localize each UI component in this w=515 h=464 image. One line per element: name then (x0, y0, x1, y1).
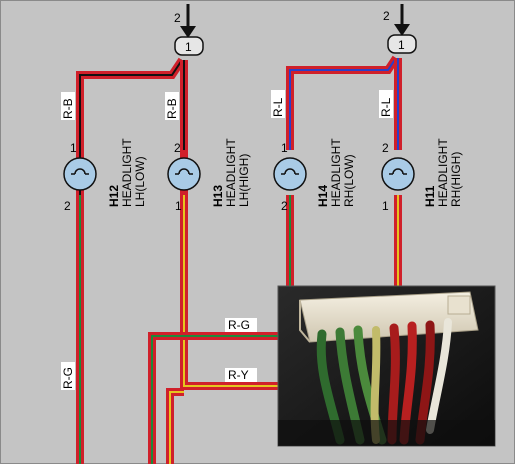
connector-right: 2 1 (383, 4, 417, 54)
lamp-h14-pin-bottom: 2 (281, 199, 288, 213)
bulb-icon (281, 168, 299, 175)
connector-left: 2 1 (174, 4, 204, 56)
wire-label-rb-1: R-B (61, 92, 75, 120)
lamp-h11-pin-bottom: 1 (382, 199, 389, 213)
lamp-h12-pin-top: 1 (70, 141, 77, 155)
wire-label-rb-2: R-B (165, 92, 179, 120)
lamp-h13-pin-bottom: 1 (175, 199, 182, 213)
lamp-h11-pin-top: 2 (382, 141, 389, 155)
svg-text:R-G: R-G (228, 318, 250, 332)
connector-photo (277, 285, 496, 447)
lamp-h13-pin-top: 2 (174, 141, 181, 155)
svg-text:R-L: R-L (271, 97, 285, 117)
lamp-h11-line1: HEADLIGHT (436, 138, 450, 207)
wire-ry-down (166, 388, 184, 464)
wire-label-rg-left: R-G (61, 362, 75, 390)
bulb-icon (389, 168, 407, 175)
lamp-h12-code: H12 (107, 185, 121, 207)
lamp-h12: 1 2 H12 HEADLIGHT LH(LOW) (63, 138, 147, 213)
lamp-h11: 2 1 H11 HEADLIGHT RH(HIGH) (381, 138, 463, 213)
lamp-h12-line1: HEADLIGHT (120, 138, 134, 207)
arrow-down-icon (180, 26, 196, 38)
connector-right-pin-top: 2 (383, 9, 390, 23)
wire-rg-mid (148, 332, 280, 464)
connector-left-pin-top: 2 (174, 11, 181, 25)
lamp-h13: 2 1 H13 HEADLIGHT LH(HIGH) (167, 138, 251, 213)
svg-text:R-B: R-B (61, 98, 75, 119)
lamp-h11-code: H11 (423, 185, 437, 207)
wire-rl-h14 (286, 55, 400, 150)
wire-label-rg-mid: R-G (225, 318, 257, 332)
lamp-h13-line2: LH(HIGH) (237, 154, 251, 207)
svg-text:R-G: R-G (61, 367, 75, 389)
bulb-icon (175, 168, 193, 175)
lamp-h14-line2: RH(LOW) (342, 154, 356, 207)
wire-label-ry-mid: R-Y (225, 368, 257, 382)
lamp-h11-line2: RH(HIGH) (449, 152, 463, 207)
svg-text:R-L: R-L (379, 97, 393, 117)
lamp-h12-line2: LH(LOW) (133, 156, 147, 207)
lamp-h13-code: H13 (211, 185, 225, 207)
lamp-h12-pin-bottom: 2 (64, 199, 71, 213)
lamp-h14-line1: HEADLIGHT (329, 138, 343, 207)
lamp-h14: 1 2 H14 HEADLIGHT RH(LOW) (273, 138, 356, 213)
bulb-icon (71, 168, 89, 175)
svg-text:R-B: R-B (165, 98, 179, 119)
wire-label-rl-2: R-L (379, 90, 393, 118)
lamp-h14-code: H14 (316, 185, 330, 207)
wire-ry-h13 (180, 195, 280, 390)
svg-text:R-Y: R-Y (228, 368, 249, 382)
connector-right-pin: 1 (398, 38, 405, 52)
wire-label-rl-1: R-L (271, 90, 285, 118)
lamp-h14-pin-top: 1 (281, 141, 288, 155)
arrow-down-icon (394, 24, 410, 36)
lamp-h13-line1: HEADLIGHT (224, 138, 238, 207)
connector-left-pin: 1 (185, 40, 192, 54)
